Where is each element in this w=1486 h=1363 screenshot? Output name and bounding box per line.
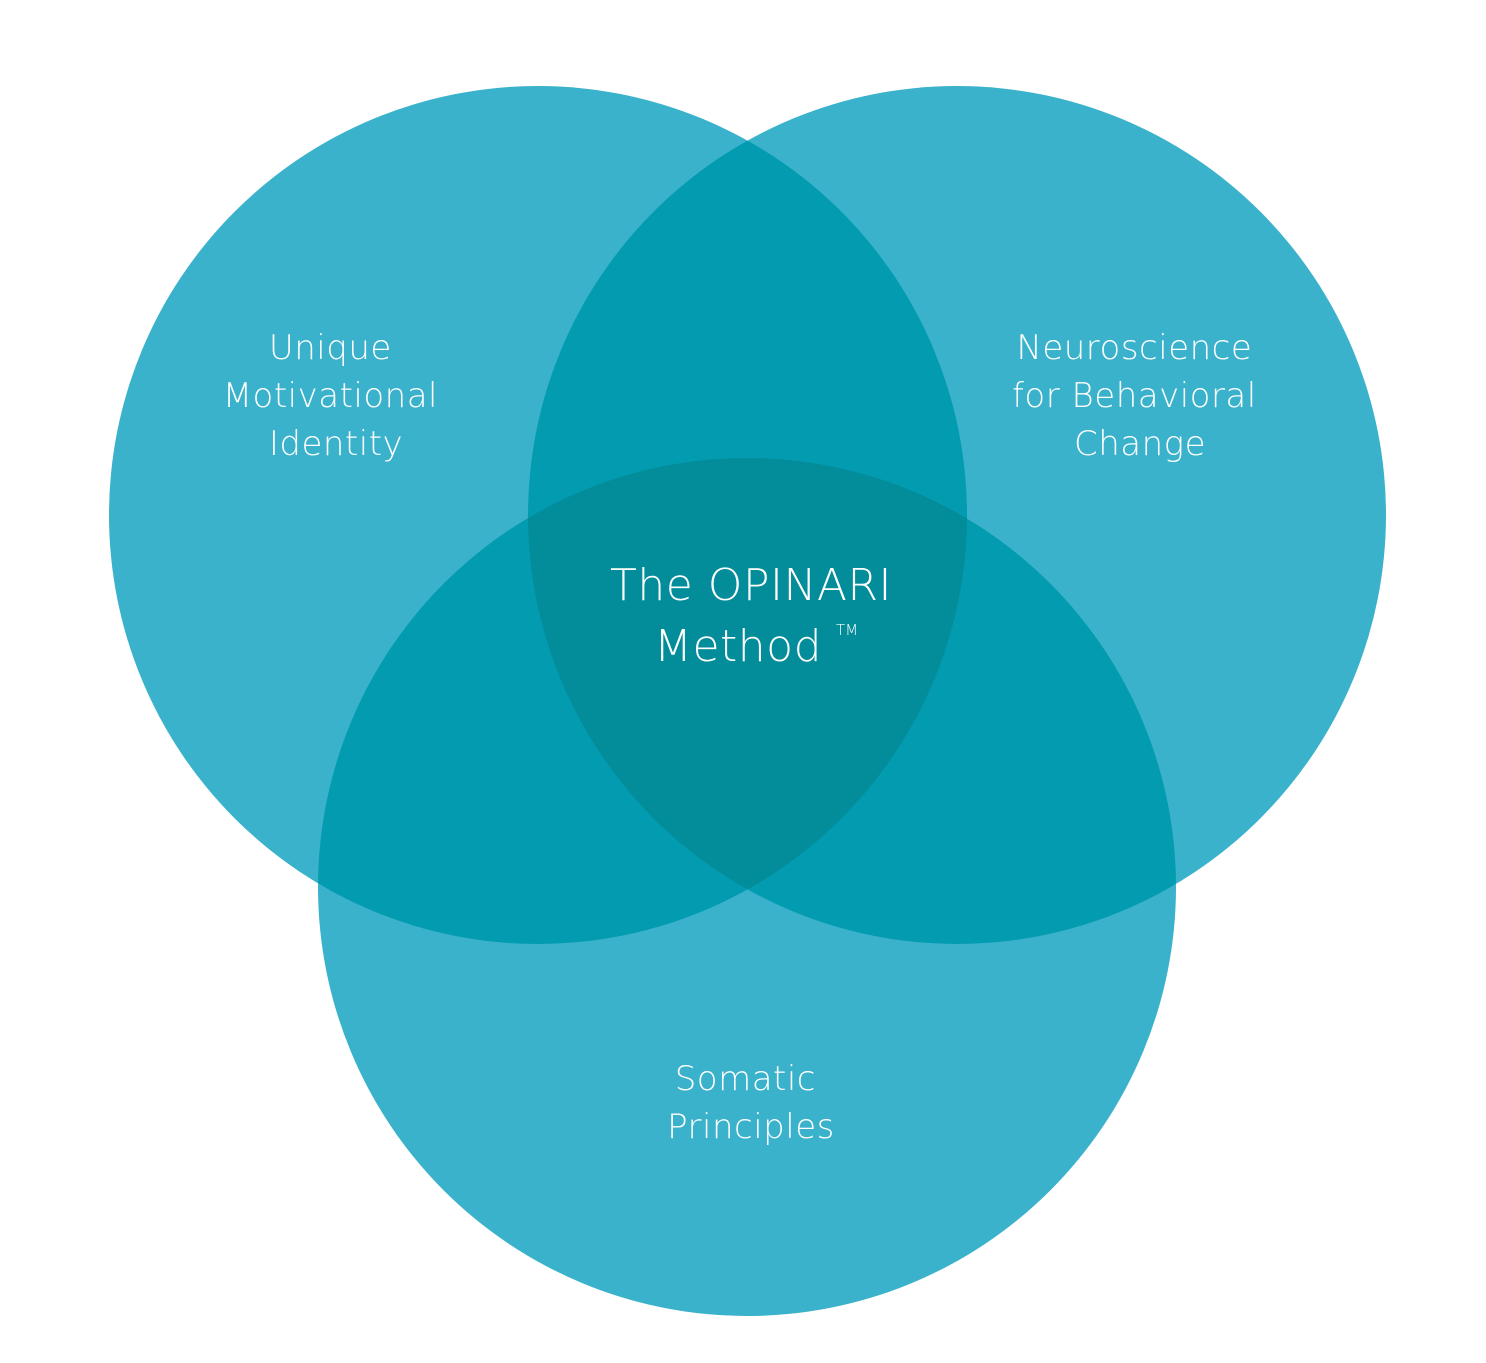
label-left-line-1: Unique bbox=[269, 328, 392, 368]
label-left-line-2: Motivational bbox=[223, 376, 438, 416]
trademark-symbol: TM bbox=[836, 621, 858, 639]
center-title-line-2: Method bbox=[654, 621, 822, 672]
label-right: Neuroscience for Behavioral Change bbox=[1012, 328, 1268, 464]
label-bottom-line-1: Somatic bbox=[675, 1059, 816, 1099]
label-bottom: Somatic Principles bbox=[667, 1059, 835, 1147]
center-title-line-1: The OPINARI bbox=[610, 560, 892, 611]
label-left-line-3: Identity bbox=[269, 424, 403, 464]
label-right-line-1: Neuroscience bbox=[1016, 328, 1252, 368]
label-right-line-2: for Behavioral bbox=[1012, 376, 1257, 416]
label-bottom-line-2: Principles bbox=[667, 1107, 835, 1147]
label-left: Unique Motivational Identity bbox=[223, 328, 450, 464]
label-right-line-3: Change bbox=[1074, 424, 1206, 464]
